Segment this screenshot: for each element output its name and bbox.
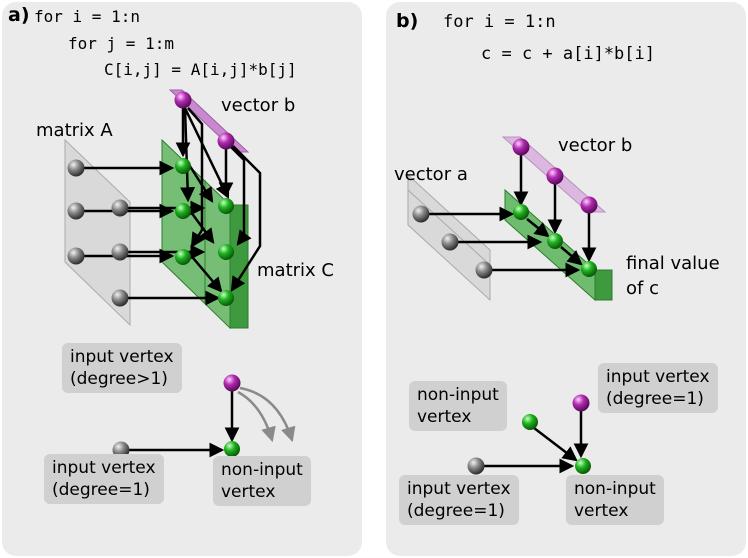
- green-vertices-b: [513, 204, 597, 277]
- vector-b-label-a: vector b: [221, 95, 296, 116]
- c-plane-side: [594, 269, 613, 301]
- legend-b-purple-vertex: [572, 394, 590, 412]
- legend-a-input-multi-line1: input vertex: [70, 347, 174, 367]
- matrix-c-label: matrix C: [257, 260, 334, 281]
- legend-b-non-input-top-line1: non-input: [417, 385, 499, 405]
- legend-b-green-vertex: [575, 458, 591, 474]
- legend-b-green-top-vertex: [522, 414, 538, 430]
- legend-a-edges: [127, 386, 296, 458]
- legend-b-non-input-bottom-line1: non-input: [574, 479, 656, 499]
- legend-b-gray-vertex: [467, 457, 485, 475]
- code-a-line-2: for j = 1:m: [68, 34, 174, 53]
- legend-b-edges: [482, 410, 589, 474]
- legend-b-non-input-bottom-box: non-input vertex: [566, 475, 664, 525]
- code-b-line-1: for i = 1:n: [443, 12, 556, 32]
- legend-b-non-input-top-line2: vertex: [417, 407, 472, 427]
- vector-a-label: vector a: [394, 164, 468, 185]
- legend-b-input-top-line1: input vertex: [606, 367, 710, 387]
- matrix-a-plane: [64, 138, 131, 327]
- vector-b-edges: [175, 103, 262, 293]
- final-value-label-2: of c: [626, 278, 659, 299]
- code-a-line-1: for i = 1:n: [34, 7, 140, 26]
- legend-b-non-input-top-box: non-input vertex: [409, 381, 507, 431]
- purple-vertices-a: [174, 91, 235, 150]
- vector-a-edges: [428, 206, 581, 278]
- gray-vertices-a: [67, 159, 129, 307]
- panel-a-label: a): [8, 4, 30, 26]
- legend-b-input-bottom-line2: (degree=1): [407, 501, 505, 521]
- legend-a-input-multi-box: input vertex (degree>1): [62, 343, 182, 393]
- legend-a-input-single-line2: (degree=1): [52, 480, 150, 500]
- legend-b-input-top-line2: (degree=1): [606, 389, 704, 409]
- legend-a-input-single-line1: input vertex: [52, 458, 156, 478]
- legend-a-input-single-box: input vertex (degree=1): [44, 454, 164, 504]
- panel-b-label: b): [396, 10, 419, 32]
- legend-b-input-top-box: input vertex (degree=1): [598, 363, 718, 413]
- legend-b-input-bottom-line1: input vertex: [407, 479, 511, 499]
- purple-vertices-b: [512, 138, 598, 214]
- legend-a-input-multi-line2: (degree>1): [70, 369, 168, 389]
- legend-a-non-input-line2: vertex: [221, 482, 276, 502]
- gray-vertices-b: [412, 205, 493, 279]
- legend-a-non-input-line1: non-input: [221, 460, 303, 480]
- matrix-c-side: [229, 204, 249, 329]
- legend-a-green-vertex: [224, 441, 240, 457]
- final-value-label-1: final value: [626, 253, 720, 274]
- legend-b-non-input-bottom-line2: vertex: [574, 501, 629, 521]
- vector-b-edges-b: [513, 154, 597, 266]
- code-a-line-3: C[i,j] = A[i,j]*b[j]: [104, 60, 297, 79]
- legend-b-input-bottom-box: input vertex (degree=1): [399, 475, 519, 525]
- legend-a-purple-vertex: [223, 374, 241, 392]
- green-vertices-a: [175, 158, 234, 306]
- legend-a-non-input-box: non-input vertex: [213, 456, 311, 506]
- vector-b-label-b: vector b: [558, 135, 633, 156]
- code-b-line-2: c = c + a[i]*b[i]: [481, 44, 655, 64]
- matrix-a-label: matrix A: [36, 120, 113, 141]
